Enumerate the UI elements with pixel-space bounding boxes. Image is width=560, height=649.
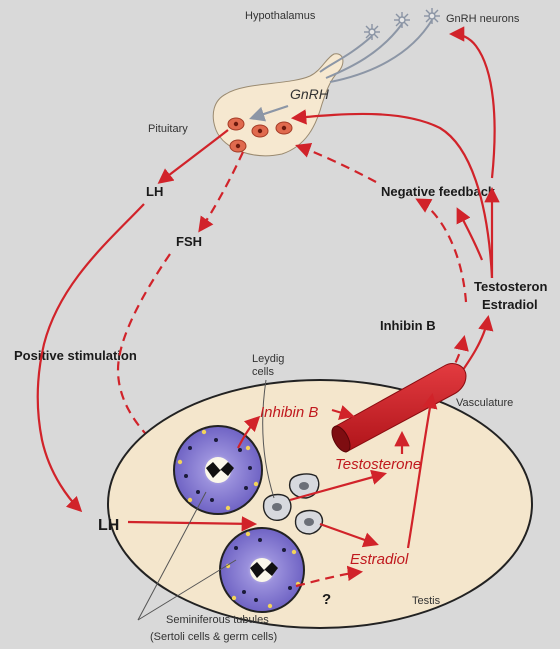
sertoli-germ-label: (Sertoli cells & germ cells) [150, 631, 277, 643]
gnrh-neurons-label: GnRH neurons [446, 13, 520, 25]
seminiferous-tubule-lower [220, 528, 304, 612]
estradiol-label: Estradiol [350, 551, 409, 568]
pituitary-label: Pituitary [148, 123, 188, 135]
steroid-to-feedback-branch [458, 210, 482, 260]
inhibin-b-top-label: Inhibin B [380, 318, 436, 333]
inhibin-feedback-arrow [418, 200, 466, 302]
question-mark: ? [322, 591, 331, 608]
hypothalamus-label: Hypothalamus [245, 10, 316, 22]
lh-arrow-upper [160, 130, 228, 182]
vasculature-label: Vasculature [456, 397, 513, 409]
leydig-label: Leydig [252, 353, 284, 365]
testis-label: Testis [412, 595, 441, 607]
lh-bottom-label: LH [98, 517, 119, 534]
gnrh-label: GnRH [290, 86, 330, 102]
positive-stimulation-label: Positive stimulation [14, 348, 137, 363]
fsh-arrow-upper [200, 152, 243, 230]
leydig-label-line: cells [252, 366, 275, 378]
seminiferous-tubules-label: Seminiferous tubules [166, 614, 269, 626]
lh-top-label: LH [146, 184, 163, 199]
testis-body [108, 380, 532, 628]
testosterone-label: Testosterone [335, 456, 421, 473]
testosterone-top-label: Testosteron [474, 279, 547, 294]
estradiol-top-label: Estradiol [482, 297, 538, 312]
seminiferous-tubule-upper [174, 426, 262, 514]
neurons-feedback-arrow [452, 34, 495, 178]
fsh-label: FSH [176, 234, 202, 249]
inhibin-b-label: Inhibin B [260, 404, 318, 421]
inhibin-feedback-upper [298, 146, 376, 182]
gnrh-axons [320, 20, 432, 82]
